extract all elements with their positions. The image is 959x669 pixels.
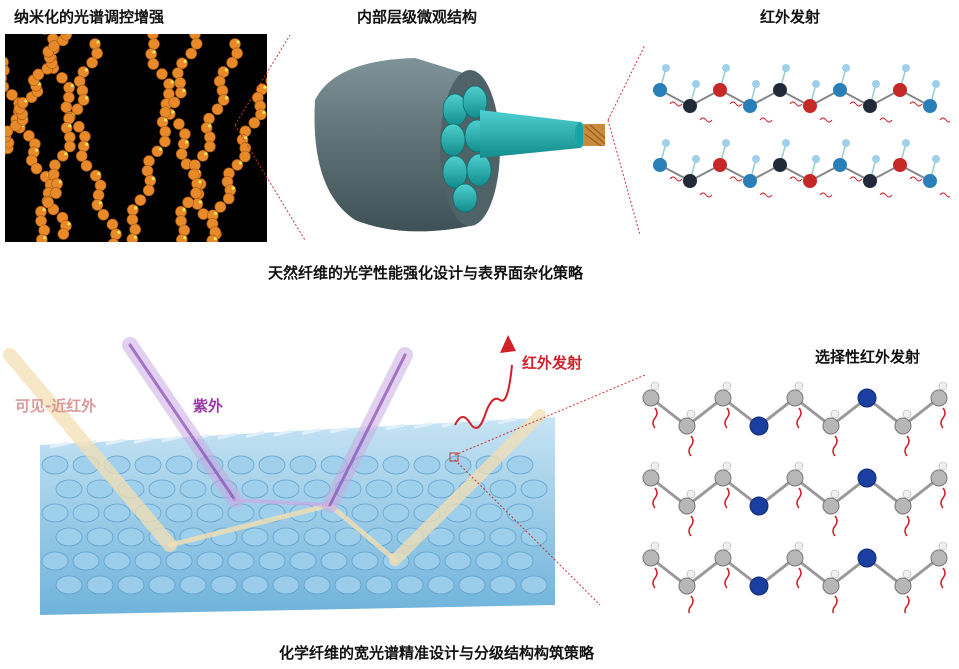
- nano-beads-image: [5, 34, 267, 242]
- molecular-chain-image: [640, 56, 950, 226]
- connector-lines-top: [234, 34, 646, 241]
- selective-ir-molecule-image: [636, 368, 952, 613]
- label-visible-nir: 可见-近红外: [15, 397, 97, 415]
- top-caption: 天然纤维的光学性能强化设计与表界面杂化策略: [268, 264, 584, 282]
- label-uv: 紫外: [193, 397, 224, 415]
- bottom-caption: 化学纤维的宽光谱精准设计与分级结构构筑策略: [279, 644, 595, 662]
- fabric-layers-image: [0, 305, 610, 635]
- fiber-bundle-image: [295, 40, 625, 250]
- panel3-title: 红外发射: [760, 8, 821, 26]
- panel2-title: 内部层级微观结构: [357, 8, 478, 26]
- panel1-title: 纳米化的光谱调控增强: [14, 8, 165, 26]
- label-ir-emission: 红外发射: [522, 354, 583, 372]
- selective-ir-title: 选择性红外发射: [815, 348, 921, 366]
